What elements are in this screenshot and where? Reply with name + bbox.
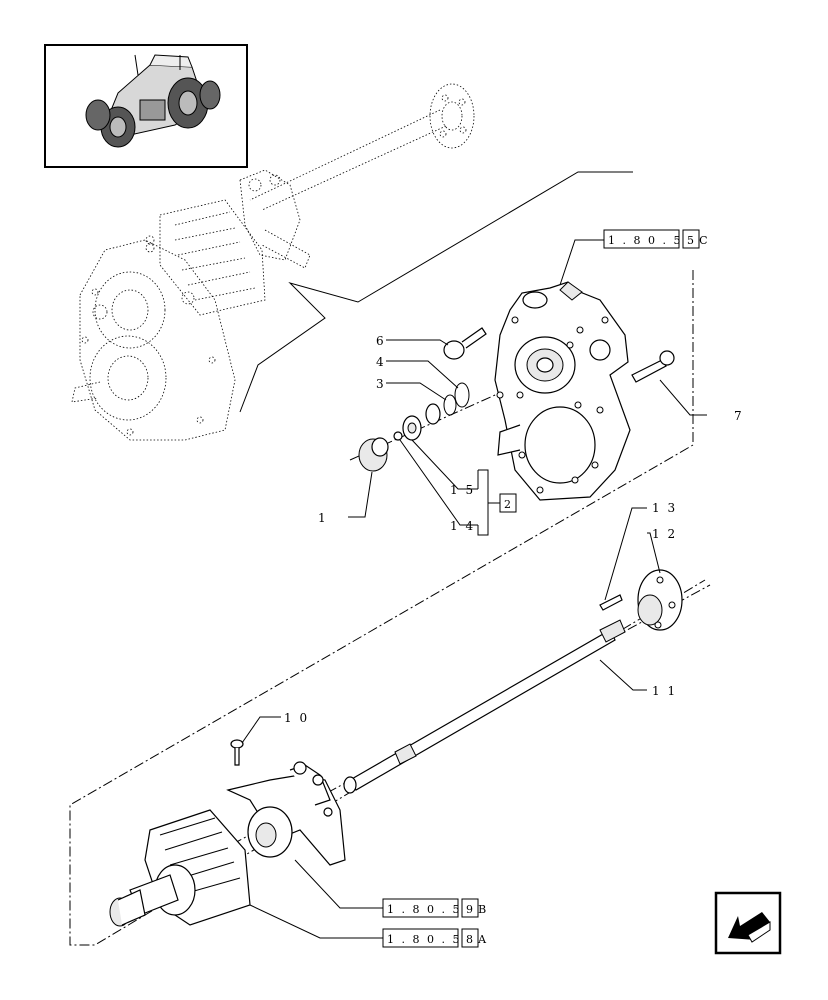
o-ring-3[interactable] [443, 394, 457, 416]
callout-6: 6 [376, 334, 386, 348]
pin-10[interactable] [230, 739, 244, 766]
ball-14[interactable] [393, 431, 403, 441]
flange-12[interactable] [637, 569, 683, 631]
callout-13: 1 3 [652, 501, 677, 515]
bolt-13[interactable] [599, 594, 623, 611]
ref-num-top: 5 [687, 234, 696, 247]
leader-lines [241, 239, 707, 939]
tractor-thumbnail[interactable] [44, 44, 248, 168]
ref-box-kit[interactable]: 2 [499, 493, 517, 513]
ref-num-bottom: 8 [466, 933, 475, 946]
fork-assembly-9[interactable] [226, 761, 346, 866]
ref-code-bottom: 1 . 8 0 . 5 / A [387, 933, 488, 946]
callout-14: 1 4 [450, 519, 475, 533]
ref-box-bottom[interactable]: 1 . 8 0 . 5 / A 8 [382, 928, 488, 948]
bolt-7[interactable] [631, 350, 675, 383]
ref-box-mid[interactable]: 1 . 8 0 . 5 / B 9 [382, 898, 488, 918]
callout-3: 3 [376, 377, 386, 391]
callout-10: 1 0 [284, 711, 309, 725]
ref-num-mid: 9 [466, 903, 475, 916]
drive-shaft-11[interactable] [343, 619, 626, 794]
back-arrow-icon[interactable] [714, 891, 782, 955]
ref-num-kit: 2 [504, 498, 513, 511]
seal-14[interactable] [402, 415, 422, 441]
zoom-leader [239, 171, 633, 413]
bolt-6[interactable] [443, 327, 487, 360]
gearbox-housing[interactable] [494, 281, 631, 501]
callout-1: 1 [318, 511, 328, 525]
ref-box-top[interactable]: 1 . 8 0 . 5 / C 5 [603, 229, 710, 249]
plug-1[interactable] [358, 437, 389, 472]
axis-line-upper [349, 347, 601, 461]
callout-11: 1 1 [652, 684, 677, 698]
o-ring-4[interactable] [454, 382, 470, 408]
phantom-assembly [71, 83, 475, 441]
callout-4: 4 [376, 355, 386, 369]
ref-code-mid: 1 . 8 0 . 5 / B [387, 903, 488, 916]
callout-7: 7 [734, 409, 744, 423]
washer-15[interactable] [425, 403, 441, 425]
callout-15: 1 5 [450, 483, 475, 497]
clutch-pack-8[interactable] [109, 809, 251, 927]
callout-12: 1 2 [652, 527, 677, 541]
